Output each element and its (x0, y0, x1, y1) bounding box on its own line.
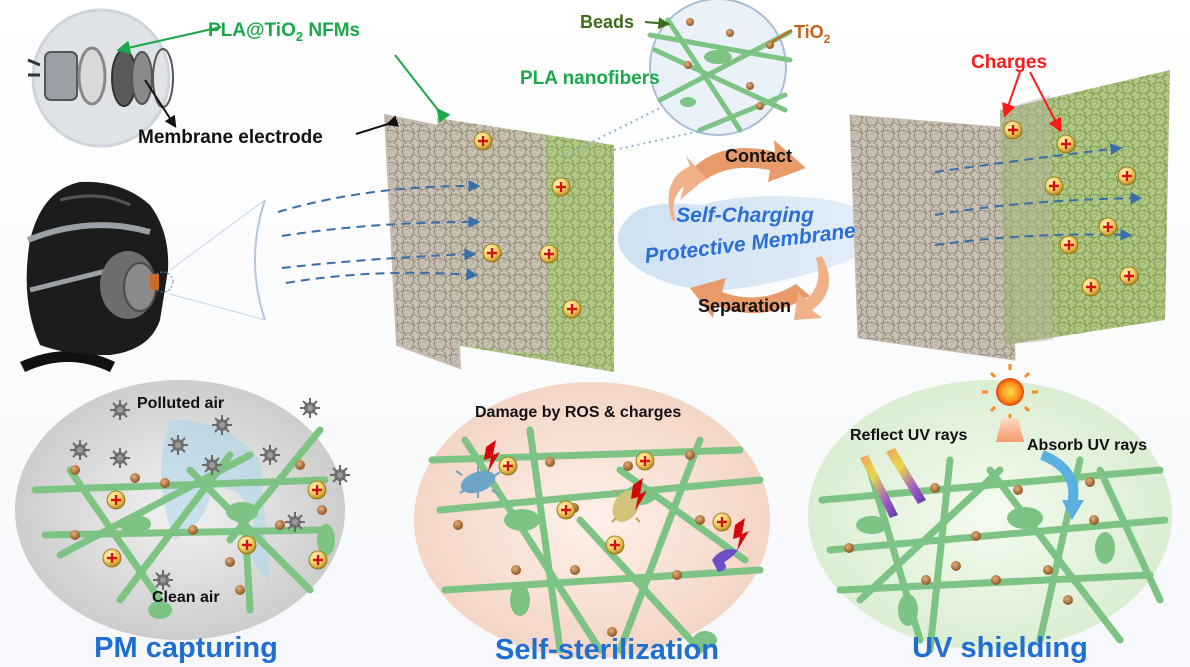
charges-pointer-arrow-2 (1029, 71, 1062, 133)
tio2-pointer-line (771, 29, 793, 43)
charges-label: Charges (971, 52, 1047, 73)
uv-ray-reflect-2 (886, 448, 926, 504)
nanofiber-zoom-circle (647, 0, 793, 136)
right-membrane-sheet (849, 70, 1170, 361)
membrane-electrode-label: Membrane electrode (138, 127, 323, 148)
uv-ray-reflect-1 (860, 455, 898, 518)
filter-zoom-circle (27, 8, 174, 148)
self-sterilization-panel (414, 382, 770, 658)
mask-filter-callout (152, 271, 174, 293)
absorb-uv-label: Absorb UV rays (1027, 437, 1147, 454)
separation-label: Separation (698, 296, 791, 316)
center-title-line-1: Self-Charging (676, 204, 814, 227)
contact-label: Contact (725, 146, 792, 166)
pla-nfm-pointer-arrow-c (394, 54, 451, 124)
title-pm-capturing: PM capturing (94, 632, 278, 664)
airflow-arrows (277, 179, 481, 284)
membrane-electrode-pointer-arrow-d (355, 115, 399, 135)
beads-pointer-arrow (644, 17, 671, 30)
reflect-uv-label: Reflect UV rays (850, 427, 967, 444)
absorb-uv-arrow (1040, 450, 1079, 507)
membrane-electrode-pointer-arrow-b (144, 79, 177, 129)
sun-icon (982, 364, 1038, 420)
pm-capturing-panel (15, 380, 351, 640)
pla-nfm-pointer-arrow-a (116, 26, 222, 55)
title-self-sterilization: Self-sterilization (495, 634, 719, 666)
clean-air-label: Clean air (152, 589, 220, 606)
zoom-funnel-lines (169, 199, 266, 321)
contact-separation-cycle (617, 140, 885, 320)
lightning-bolt-icons (484, 440, 749, 551)
tio2-label: TiO2 (794, 22, 831, 46)
left-membrane-sheet (383, 113, 614, 372)
pla-nanofibers-label: PLA nanofibers (520, 68, 660, 89)
uv-beam-shape (996, 418, 1024, 442)
charges-pointer-arrow-1 (1002, 71, 1021, 118)
uv-shielding-panel (808, 364, 1172, 654)
polluted-air-label: Polluted air (137, 395, 224, 412)
pla-tio2-nfms-label: PLA@TiO2 NFMs (208, 20, 360, 44)
beads-label: Beads (580, 12, 634, 32)
damage-label: Damage by ROS & charges (475, 404, 681, 421)
zoom-funnel-arc (254, 199, 266, 321)
respirator-mask-illustration (20, 181, 169, 372)
title-uv-shielding: UV shielding (912, 632, 1088, 664)
